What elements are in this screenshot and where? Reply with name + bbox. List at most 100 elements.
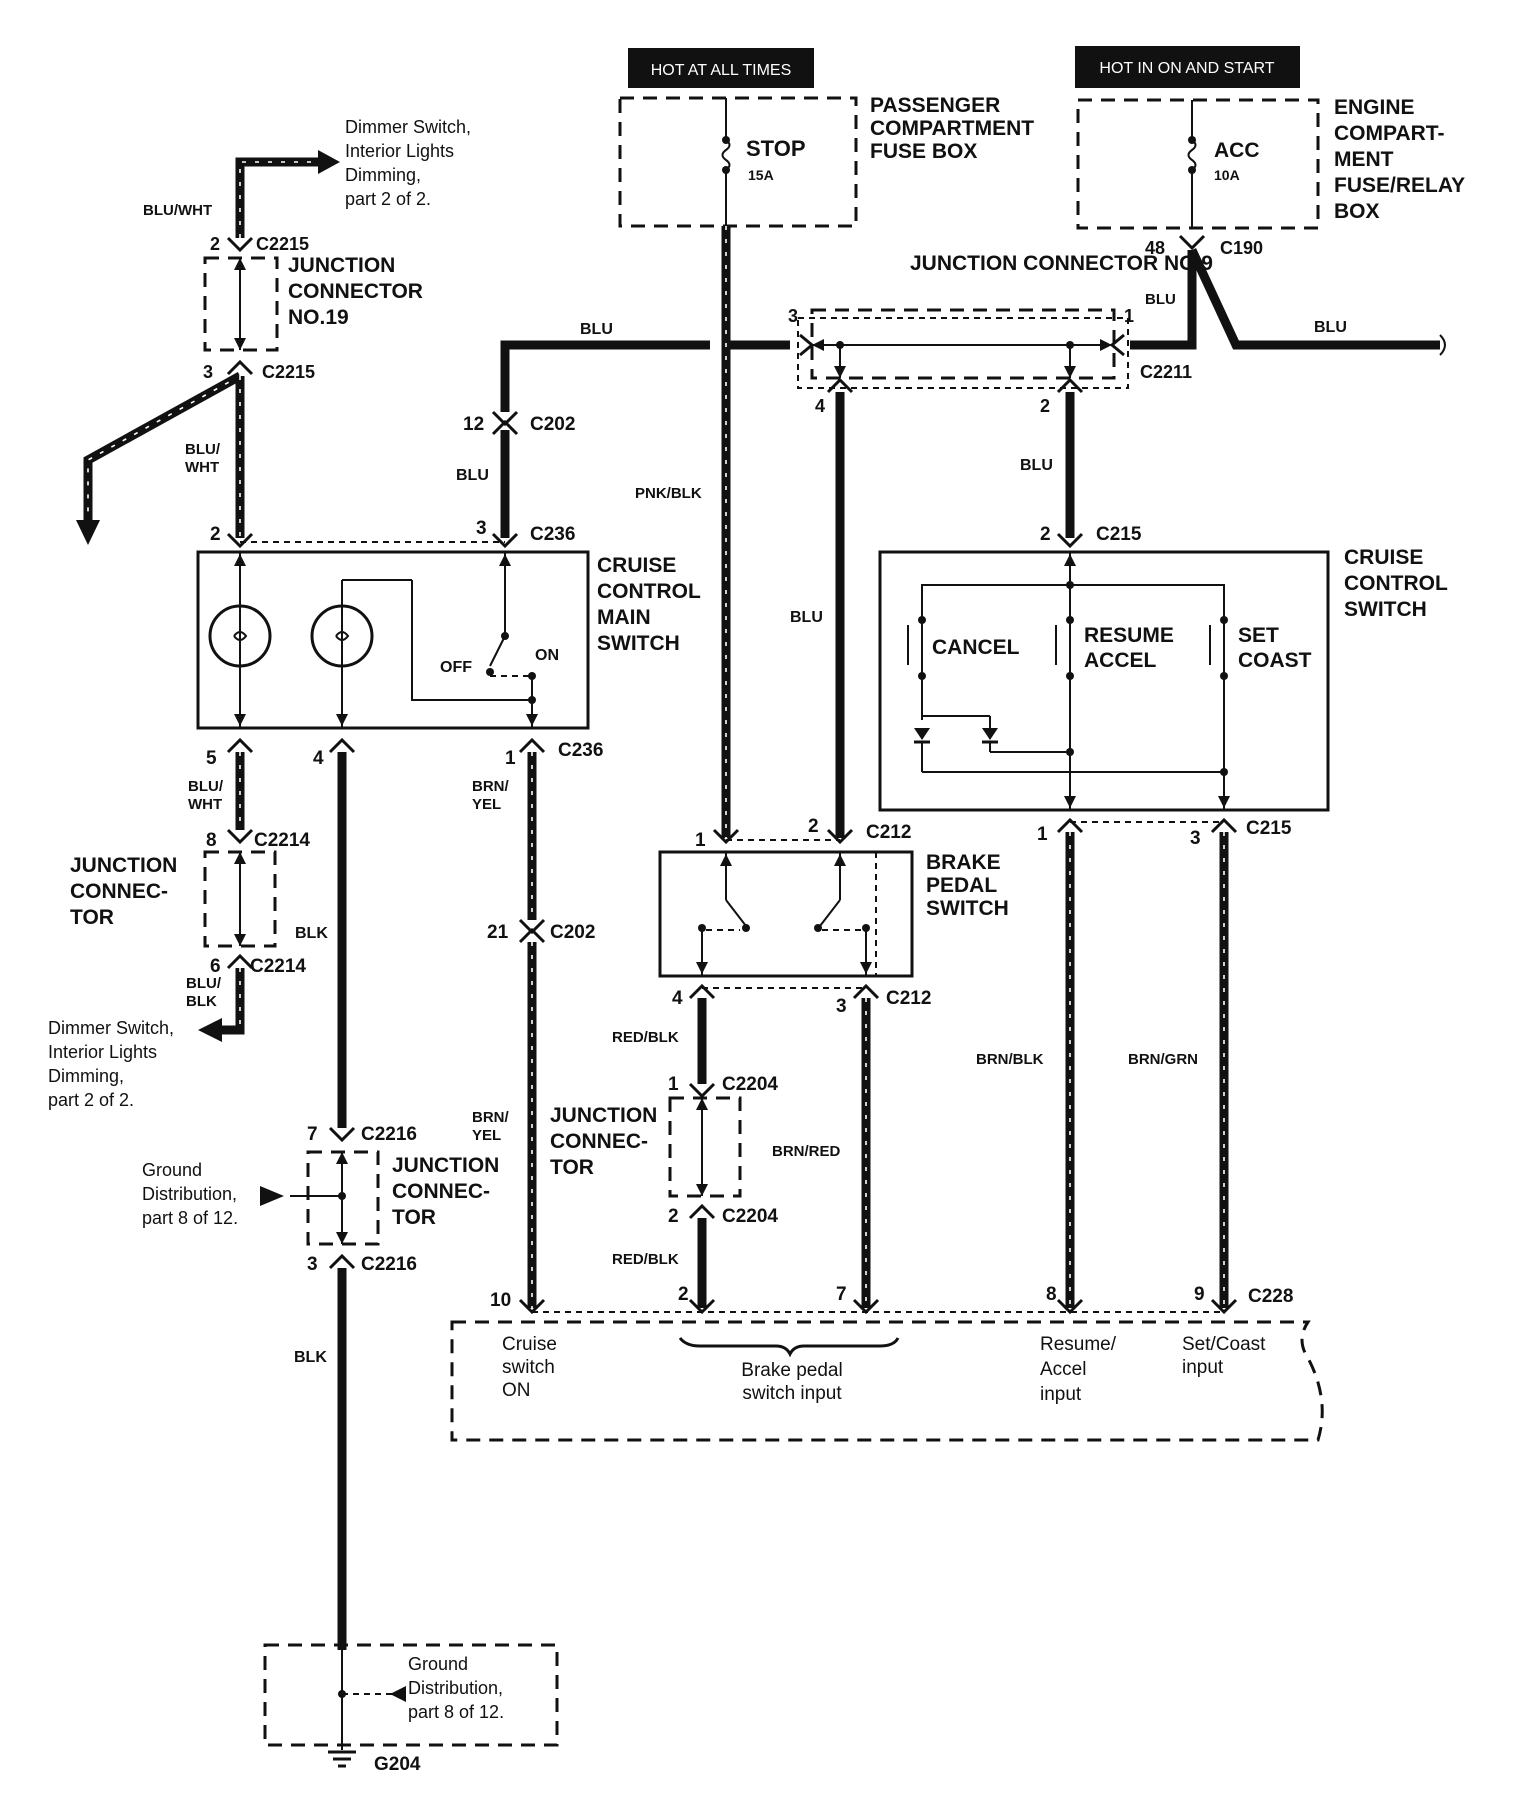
c190-label: C190	[1220, 238, 1263, 258]
c2204-label-top: C2204	[722, 1074, 778, 1095]
j2214-label-3: TOR	[70, 906, 114, 929]
main-switch-on: ON	[535, 647, 559, 664]
brake-switch-label-2: PEDAL	[926, 874, 997, 897]
ground-bottom-note-1: Ground	[408, 1654, 468, 1674]
c202-pin-21: 21	[487, 922, 509, 943]
c215-label-top: C215	[1096, 524, 1142, 545]
acc-fuse-rating: 10A	[1214, 167, 1240, 183]
j2204-label-2: CONNEC-	[550, 1130, 648, 1153]
wire-blu-215-label: BLU	[1020, 457, 1053, 474]
c2211-pin-2: 2	[1040, 396, 1050, 416]
wire-red-blk: RED/BLK 1 C2204 JUNCTION CONNEC- TOR 2 C…	[550, 998, 778, 1308]
dimmer-bottom-note-2: Interior Lights	[48, 1042, 157, 1062]
j2216-label-3: TOR	[392, 1206, 436, 1229]
main-switch-label-3: MAIN	[597, 606, 651, 629]
c212-label-top: C212	[866, 822, 911, 843]
c2204-pin-2: 2	[668, 1206, 679, 1227]
c2215-label-bottom: C2215	[262, 362, 315, 382]
wire-blu-wht-b: BLU/	[185, 441, 221, 458]
c2211-pin-4: 4	[815, 396, 825, 416]
wire-blk-ground: BLK 7 C2216 Ground Distribution, part 8 …	[142, 752, 559, 1775]
cruise-switch-label-1: CRUISE	[1344, 546, 1423, 569]
engine-fuse-box-label-1: ENGINE	[1334, 96, 1415, 119]
input-set-1: Set/Coast	[1182, 1334, 1266, 1355]
wire-brn-yel-a: BRN/	[472, 778, 509, 795]
wire-blu-blk: BLU/	[186, 975, 222, 992]
dimmer-top-note-3: Dimming,	[345, 165, 421, 185]
wire-brn-yel-b: BRN/	[472, 1109, 509, 1126]
c228-pin-9: 9	[1194, 1284, 1205, 1305]
main-switch-label-4: SWITCH	[597, 632, 680, 655]
main-switch-label-1: CRUISE	[597, 554, 676, 577]
j2204-label-1: JUNCTION	[550, 1104, 657, 1127]
c2204-label-bottom: C2204	[722, 1206, 778, 1227]
c202-label-top: C202	[530, 414, 575, 435]
cancel-label: CANCEL	[932, 636, 1020, 659]
c212-pin-1: 1	[695, 830, 706, 851]
c236-label-bottom: C236	[558, 740, 603, 761]
c2216-pin-7: 7	[307, 1124, 318, 1145]
dimmer-bottom-note-4: part 2 of 2.	[48, 1090, 134, 1110]
cruise-control-switch: 2 C215 CANCEL RESUME ACCEL SET COAST	[878, 524, 1448, 849]
ground-left-note-3: part 8 of 12.	[142, 1208, 238, 1228]
j19-label-1: JUNCTION	[288, 254, 395, 277]
brake-switch-label-3: SWITCH	[926, 897, 1009, 920]
c228-pin-2: 2	[678, 1284, 689, 1305]
c212-pin-4: 4	[672, 988, 683, 1009]
junction-connector-c2214: BLU/ WHT 8 C2214 JUNCTION CONNEC- TOR 6 …	[48, 752, 310, 1110]
input-brake-2: switch input	[742, 1383, 842, 1404]
junction-connector-9: JUNCTION CONNECTOR NO.9 3 1 4 2 C2211	[788, 252, 1213, 416]
c236-label-top: C236	[530, 524, 575, 545]
c215-label-bottom: C215	[1246, 818, 1292, 839]
ground-left-note-2: Distribution,	[142, 1184, 237, 1204]
c215-pin-2: 2	[1040, 524, 1051, 545]
c212-label-bottom: C212	[886, 988, 931, 1009]
input-cruise-on-1: Cruise	[502, 1334, 557, 1355]
module-c228: 10 2 7 8 9 C228 Cruise switch ON Brake p…	[450, 1284, 1324, 1442]
input-resume-2: Accel	[1040, 1359, 1086, 1380]
wire-blu-wht-main: BLU/ WHT	[185, 376, 245, 538]
wire-blk-a: BLK	[295, 925, 328, 942]
ground-bottom-note-3: part 8 of 12.	[408, 1702, 504, 1722]
stop-fuse-rating: 15A	[748, 167, 774, 183]
input-resume-3: input	[1040, 1384, 1082, 1405]
hot-in-on-and-start-text: HOT IN ON AND START	[1099, 60, 1274, 77]
c2214-label-top: C2214	[254, 830, 310, 851]
j2214-label-2: CONNEC-	[70, 880, 168, 903]
wire-brn-grn-label: BRN/GRN	[1128, 1051, 1198, 1068]
branch-lead-left	[76, 372, 243, 545]
wire-pnk-blk-label: PNK/BLK	[635, 485, 702, 502]
c2214-pin-8: 8	[206, 830, 217, 851]
junction-connector-19: 2 C2215 JUNCTION CONNECTOR NO.19 3 C2215	[203, 234, 423, 382]
wire-brn-grn: BRN/GRN	[1128, 832, 1229, 1308]
wire-blu-brake-label: BLU	[790, 609, 823, 626]
main-switch-label-2: CONTROL	[597, 580, 701, 603]
ground-left-note-1: Ground	[142, 1160, 202, 1180]
j9-label: JUNCTION CONNECTOR NO.9	[910, 252, 1213, 275]
c236-pin-1: 1	[505, 748, 516, 769]
wire-blu-from-c190: 48 C190 BLU BLU	[1130, 234, 1446, 356]
c2214-pin-6: 6	[210, 956, 221, 977]
hot-in-on-and-start-banner: HOT IN ON AND START	[1075, 46, 1300, 88]
resume-label-1: RESUME	[1084, 624, 1174, 647]
wire-brn-blk-label: BRN/BLK	[976, 1051, 1044, 1068]
c236-pin-5: 5	[206, 748, 217, 769]
brake-switch-label-1: BRAKE	[926, 851, 1001, 874]
wire-brn-yel-a2: YEL	[472, 796, 501, 813]
wire-blu-wht-c: BLU/	[188, 778, 224, 795]
wire-blk-b: BLK	[294, 1349, 327, 1366]
wire-blu-top: BLU	[580, 321, 613, 338]
c2204-pin-1: 1	[668, 1074, 679, 1095]
input-cruise-on-3: ON	[502, 1380, 531, 1401]
wire-brn-yel: BRN/ YEL 21 C202 BRN/ YEL	[472, 752, 595, 1308]
wire-pnk-blk: PNK/BLK	[635, 226, 731, 838]
wire-blu-wht-a: BLU/WHT	[143, 202, 212, 219]
engine-fuse-box-label-5: BOX	[1334, 200, 1380, 223]
cruise-switch-label-2: CONTROL	[1344, 572, 1448, 595]
wire-brn-blk: BRN/BLK	[976, 832, 1075, 1308]
c202-pin-12: 12	[463, 414, 484, 435]
wire-blu-190: BLU	[1145, 291, 1176, 308]
dimmer-bottom-note-1: Dimmer Switch,	[48, 1018, 174, 1038]
c2216-pin-3: 3	[307, 1254, 318, 1275]
